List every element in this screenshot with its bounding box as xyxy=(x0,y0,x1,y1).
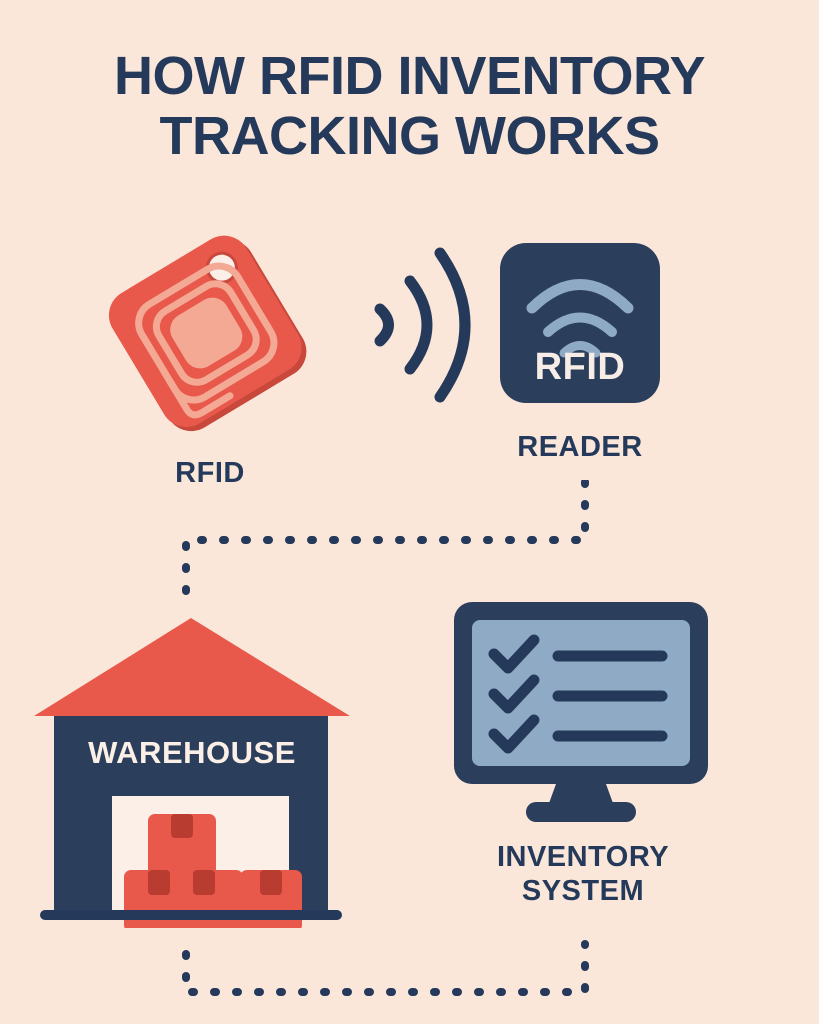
inventory-system-label: INVENTORY SYSTEM xyxy=(438,840,728,908)
rfid-reader-icon[interactable] xyxy=(500,243,660,403)
reader-label: READER xyxy=(517,431,643,463)
monitor-checklist-icon[interactable] xyxy=(448,598,714,828)
inventory-system-label-line-1: INVENTORY xyxy=(496,841,670,873)
rfid-tag-icon xyxy=(88,212,328,452)
page-title-line-1: HOW RFID INVENTORY xyxy=(113,46,706,106)
inventory-system-label-line-2: SYSTEM xyxy=(521,875,645,907)
connector-warehouse-to-inventory-system xyxy=(160,930,620,1020)
connector-reader-to-warehouse xyxy=(160,480,620,640)
warehouse-icon xyxy=(28,608,358,928)
rfid-tag-label: RFID xyxy=(175,457,245,489)
page-title: HOW RFID INVENTORY TRACKING WORKS xyxy=(0,46,819,166)
page-title-line-2: TRACKING WORKS xyxy=(159,106,660,166)
radio-waves-icon xyxy=(368,240,488,410)
reader-badge-text: RFID xyxy=(534,346,626,388)
warehouse-label: WAREHOUSE xyxy=(88,735,296,770)
